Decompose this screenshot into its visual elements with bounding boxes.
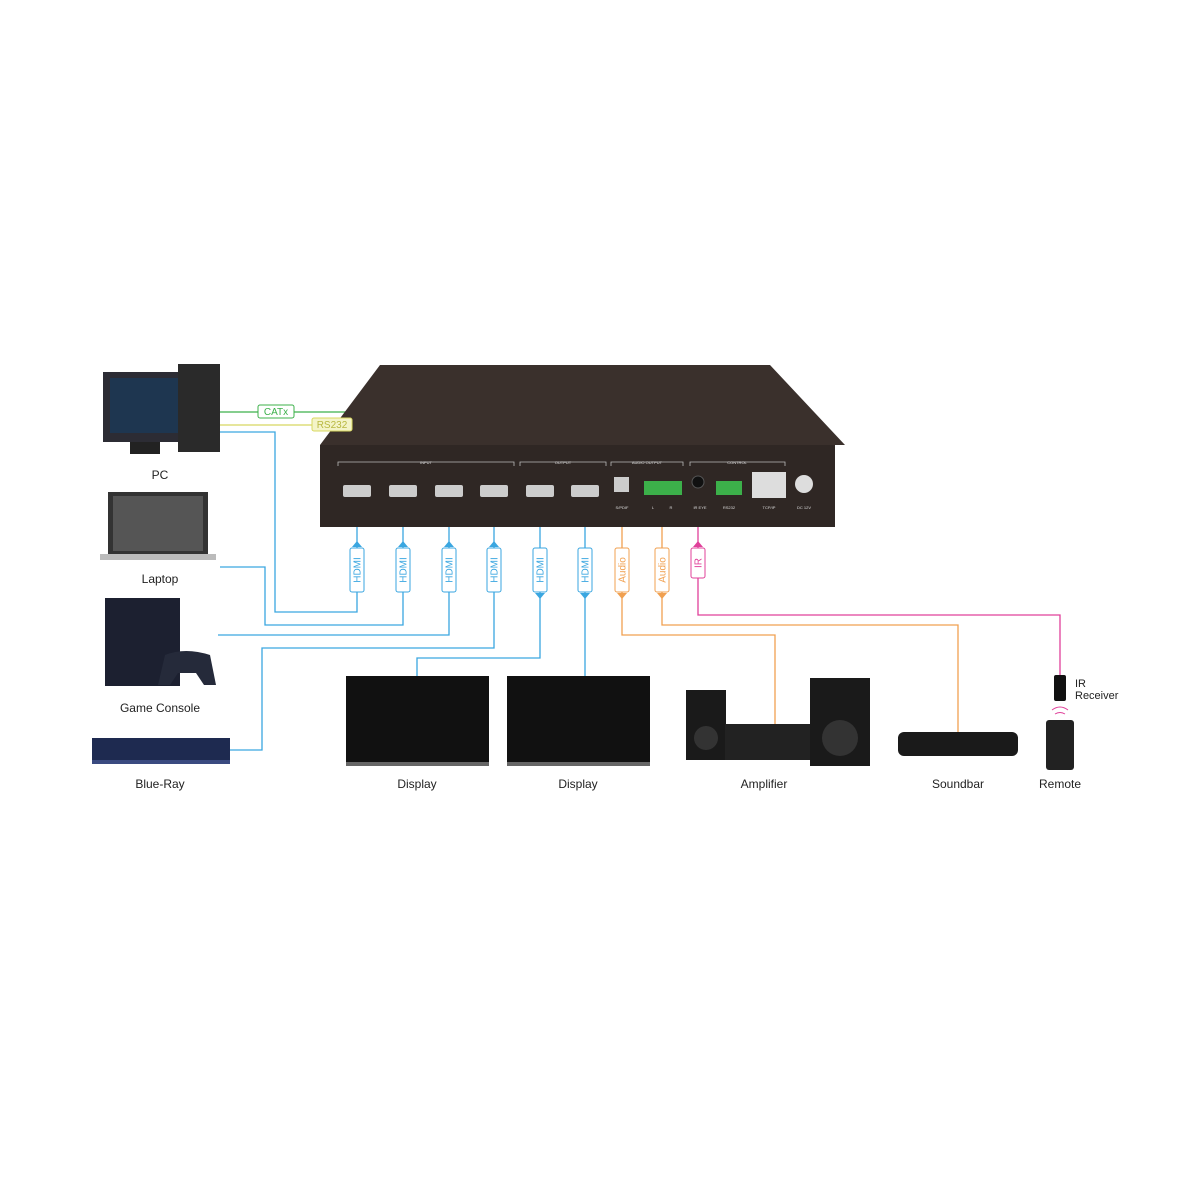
panel-output-label: OUTPUT bbox=[555, 460, 572, 465]
hdmi-port-in-3 bbox=[435, 485, 463, 497]
arrow-icon bbox=[580, 593, 590, 599]
hdmi-tag-2 bbox=[395, 547, 411, 593]
hdmi-tag-3 bbox=[441, 547, 457, 593]
arrow-icon bbox=[352, 541, 362, 547]
panel-control-label: CONTROL bbox=[727, 460, 747, 465]
audio-label: Audio bbox=[618, 557, 629, 583]
ir-eye-label: IR EYE bbox=[693, 505, 706, 510]
hdmi-label: HDMI bbox=[353, 557, 364, 583]
display-1-icon bbox=[346, 676, 489, 766]
arrow-icon bbox=[489, 541, 499, 547]
hdmi-port-out-2 bbox=[571, 485, 599, 497]
display-1-label: Display bbox=[397, 777, 437, 791]
rs232-terminal bbox=[716, 481, 742, 495]
ir-receiver-label: IR Receiver bbox=[1075, 678, 1119, 702]
hdmi-tag-5 bbox=[532, 547, 548, 593]
blue-ray-label: Blue-Ray bbox=[135, 777, 185, 791]
pc-label: PC bbox=[151, 468, 169, 482]
device-top bbox=[320, 365, 845, 445]
hdmi-tag-1 bbox=[349, 547, 365, 593]
panel-audio-output-label: AUDIO OUTPUT bbox=[632, 460, 663, 465]
pc-icon bbox=[103, 364, 220, 454]
remote-label: Remote bbox=[1038, 777, 1082, 791]
blue-ray-icon bbox=[92, 738, 230, 764]
dc-label: DC 12V bbox=[797, 505, 811, 510]
hdmi-cable-blueray bbox=[230, 495, 495, 751]
game-console-icon bbox=[105, 598, 216, 686]
hdmi-tag-4 bbox=[486, 547, 502, 593]
tcpip-port bbox=[752, 472, 786, 498]
hdmi-label: HDMI bbox=[581, 557, 592, 583]
audio-tag-7 bbox=[614, 547, 630, 593]
arrow-icon bbox=[535, 593, 545, 599]
ir-label: IR bbox=[694, 558, 705, 568]
hdmi-tag-6 bbox=[577, 547, 593, 593]
hdmi-port-in-4 bbox=[480, 485, 508, 497]
hdmi-label: HDMI bbox=[490, 557, 501, 583]
hdmi-label: HDMI bbox=[399, 557, 410, 583]
arrow-icon bbox=[693, 541, 703, 547]
amplifier-label: Amplifier bbox=[740, 777, 788, 791]
audio-terminal bbox=[644, 481, 682, 495]
ir-tag-9 bbox=[690, 547, 706, 579]
spdif-label: S/PDIF bbox=[616, 505, 629, 510]
laptop-label: Laptop bbox=[141, 572, 179, 586]
laptop-icon bbox=[100, 492, 216, 560]
soundbar-label: Soundbar bbox=[931, 777, 985, 791]
catx-tag bbox=[257, 404, 295, 419]
arrow-icon bbox=[657, 593, 667, 599]
hdmi-port-in-2 bbox=[389, 485, 417, 497]
soundbar-icon bbox=[898, 732, 1018, 756]
ir-receiver-icon bbox=[1054, 675, 1066, 701]
audio-r-label: R bbox=[670, 505, 673, 510]
rs232-tag bbox=[311, 417, 353, 432]
rs232-port-label: RS232 bbox=[723, 505, 736, 510]
arrow-icon bbox=[617, 593, 627, 599]
hdmi-port-out-1 bbox=[526, 485, 554, 497]
tcpip-label: TCP/IP bbox=[763, 505, 776, 510]
audio-tag-8 bbox=[654, 547, 670, 593]
remote-icon bbox=[1046, 706, 1074, 770]
panel-input-label: INPUT bbox=[420, 460, 433, 465]
hdmi-port-in-1 bbox=[343, 485, 371, 497]
audio-label: Audio bbox=[658, 557, 669, 583]
arrow-icon bbox=[444, 541, 454, 547]
hdmi-label: HDMI bbox=[445, 557, 456, 583]
rs232-tag-label: RS232 bbox=[317, 420, 348, 431]
amplifier-icon bbox=[686, 678, 870, 766]
ir-eye-port bbox=[691, 475, 705, 489]
game-console-label: Game Console bbox=[119, 701, 201, 715]
audio-l-label: L bbox=[652, 505, 655, 510]
display-2-icon bbox=[507, 676, 650, 766]
dc-power-port bbox=[795, 475, 813, 493]
arrow-icon bbox=[398, 541, 408, 547]
spdif-port bbox=[614, 477, 629, 492]
hdmi-label: HDMI bbox=[536, 557, 547, 583]
display-2-label: Display bbox=[558, 777, 598, 791]
catx-label: CATx bbox=[264, 407, 288, 418]
